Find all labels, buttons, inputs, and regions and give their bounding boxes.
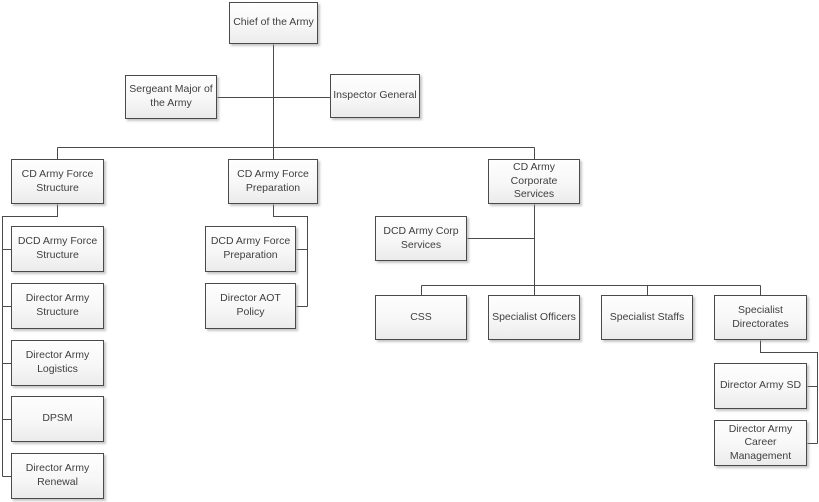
org-node-label: Director Army Career Management — [728, 422, 793, 462]
org-node-dcd-army-force-structure: DCD Army Force Structure — [11, 226, 104, 272]
connector-line — [760, 340, 818, 444]
org-node-cd-army-corporate-services: CD Army Corporate Services — [488, 159, 580, 204]
org-node-label: CD Army Force Preparation — [237, 167, 309, 194]
org-node-director-army-structure: Director Army Structure — [11, 283, 104, 329]
org-node-inspector-general: Inspector General — [330, 74, 420, 118]
org-node-dcd-army-force-preparation: DCD Army Force Preparation — [205, 226, 296, 272]
org-node-specialist-officers: Specialist Officers — [488, 295, 580, 340]
org-node-label: Director AOT Policy — [220, 292, 281, 318]
org-node-chief-of-the-army: Chief of the Army — [229, 2, 318, 44]
org-node-label: Chief of the Army — [233, 16, 314, 29]
org-node-label: Inspector General — [333, 89, 417, 102]
org-node-label: Specialist Directorates — [732, 303, 789, 330]
org-node-label: Specialist Officers — [492, 310, 576, 323]
org-node-label: Director Army SD — [719, 379, 802, 392]
org-node-label: Director Army Structure — [25, 292, 90, 318]
org-node-director-army-renewal: Director Army Renewal — [11, 453, 104, 499]
org-node-label: DCD Army Force Structure — [17, 235, 98, 261]
org-node-label: DCD Army Corp Services — [383, 224, 459, 251]
org-node-cd-army-force-preparation: CD Army Force Preparation — [228, 159, 318, 204]
org-node-label: CD Army Force Structure — [21, 167, 94, 194]
org-node-director-army-career-management: Director Army Career Management — [714, 420, 807, 466]
org-node-dpsm: DPSM — [11, 396, 104, 442]
org-node-label: CD Army Corporate Services — [510, 161, 558, 201]
org-node-dcd-army-corp-services: DCD Army Corp Services — [375, 216, 467, 261]
org-node-director-aot-policy: Director AOT Policy — [205, 283, 296, 329]
org-node-label: DPSM — [42, 412, 73, 425]
org-node-css: CSS — [375, 295, 467, 340]
connector-line — [273, 204, 308, 307]
connector-line — [2, 204, 58, 477]
org-node-label: Director Army Renewal — [25, 462, 90, 488]
org-node-label: DCD Army Force Preparation — [210, 235, 291, 261]
org-node-label: Specialist Staffs — [609, 310, 685, 323]
org-node-specialist-staffs: Specialist Staffs — [601, 295, 693, 340]
org-node-director-army-sd: Director Army SD — [714, 363, 807, 409]
org-node-director-army-logistics: Director Army Logistics — [11, 340, 104, 386]
org-node-label: Sergeant Major of the Army — [129, 83, 213, 109]
org-node-label: CSS — [410, 310, 432, 323]
org-node-specialist-directorates: Specialist Directorates — [714, 295, 807, 340]
org-node-sergeant-major-of-the-army: Sergeant Major of the Army — [125, 75, 217, 119]
org-node-cd-army-force-structure: CD Army Force Structure — [11, 159, 104, 204]
org-node-label: Director Army Logistics — [25, 349, 90, 375]
